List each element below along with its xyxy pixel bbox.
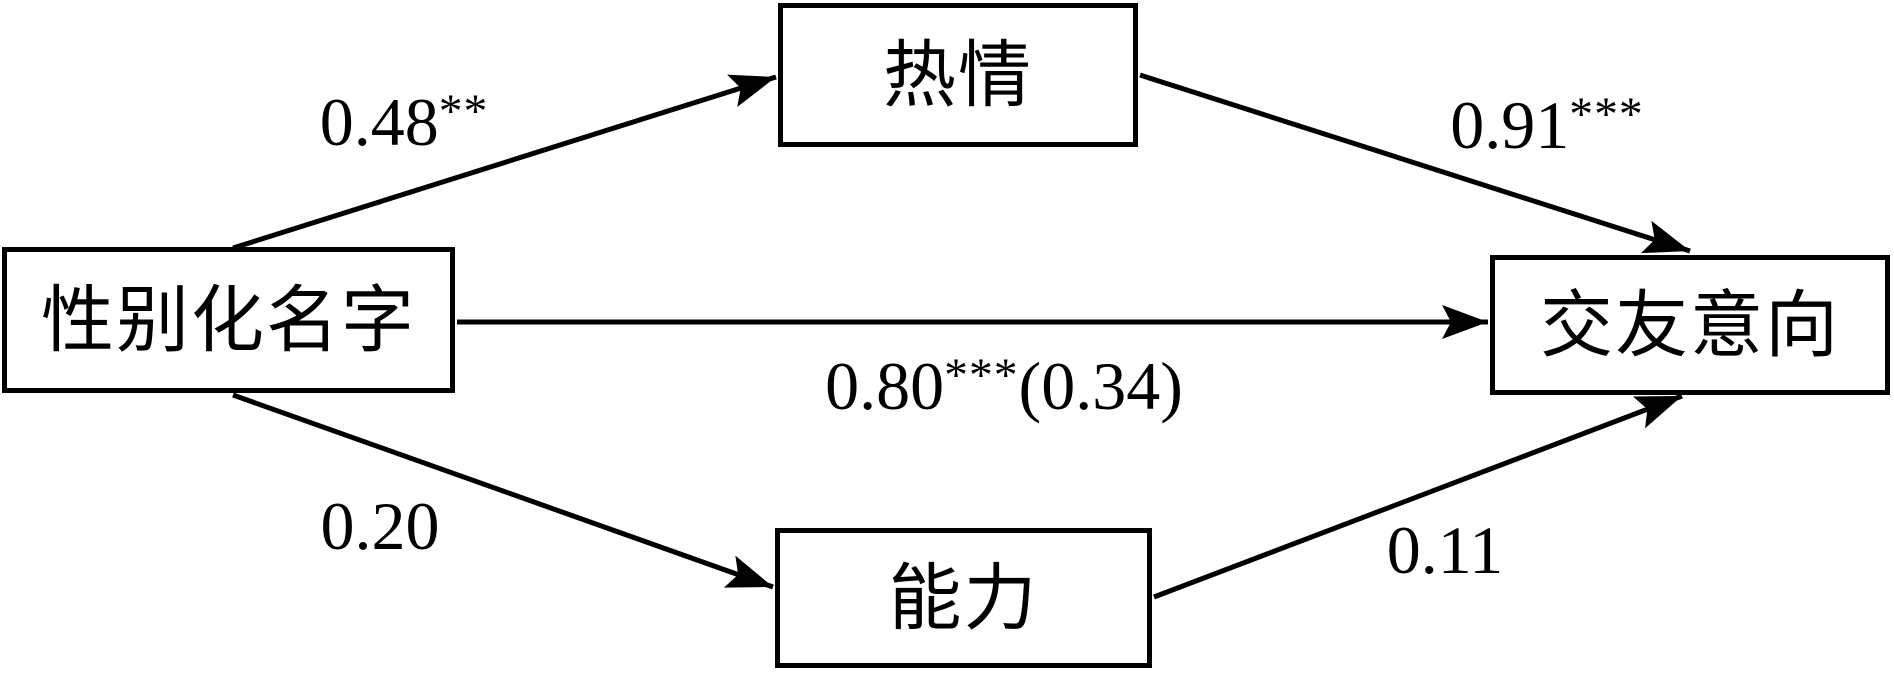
coefficient-value: 0.20 [320,488,440,564]
path-coefficient-predictor-outcome: 0.80***(0.34) [825,352,1183,420]
significance-stars: *** [1569,88,1644,141]
path-coefficient-warmth-outcome: 0.91*** [1450,91,1643,159]
node-competence: 能力 [775,528,1152,668]
coefficient-value: 0.11 [1386,512,1504,588]
node-predictor: 性别化名字 [2,247,455,393]
arrow-predictor-to-warmth [232,74,777,251]
path-coefficient-competence-outcome: 0.11 [1387,516,1503,584]
coefficient-value: 0.91 [1450,87,1570,163]
arrow-competence-to-outcome [1153,393,1683,600]
significance-stars: ** [438,85,489,138]
path-coefficient-predictor-competence: 0.20 [321,492,440,560]
coefficient-value: 0.80 [825,348,945,424]
node-outcome-label: 交友意向 [1540,284,1840,366]
node-competence-label: 能力 [888,557,1039,639]
coefficient-suffix: (0.34) [1018,348,1183,424]
significance-stars: *** [944,349,1019,402]
node-outcome: 交友意向 [1490,255,1890,395]
arrow-warmth-to-outcome [1139,72,1691,254]
path-coefficient-predictor-warmth: 0.48** [320,88,489,156]
node-warmth: 热情 [778,3,1138,147]
arrow-predictor-to-competence [232,392,774,590]
coefficient-value: 0.48 [319,84,439,160]
node-predictor-label: 性别化名字 [41,279,416,361]
node-warmth-label: 热情 [883,34,1033,116]
